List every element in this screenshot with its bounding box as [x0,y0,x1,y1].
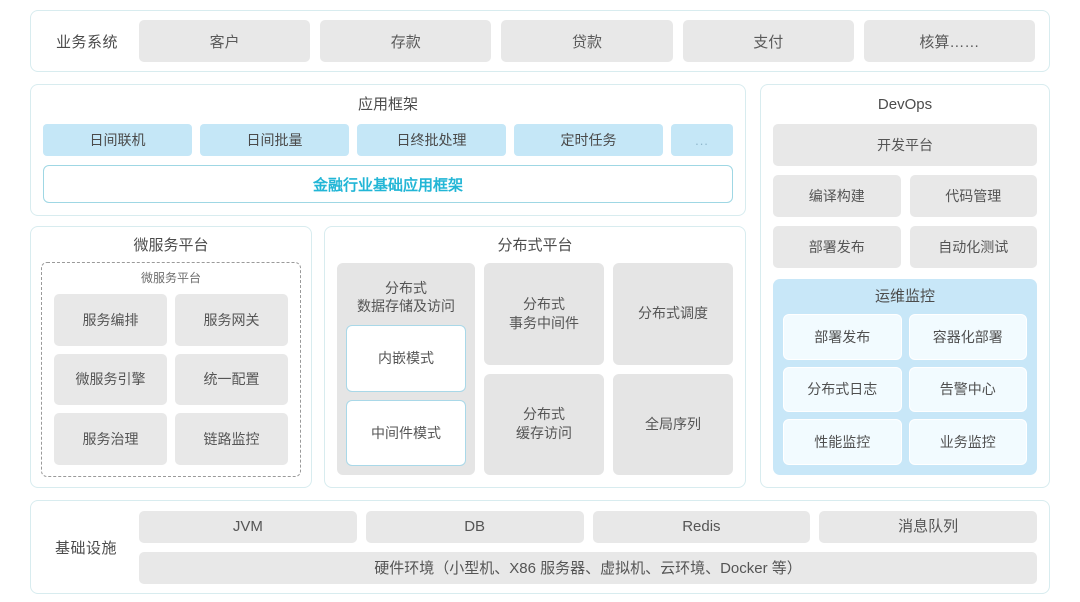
infrastructure-item-row: JVM DB Redis 消息队列 [139,510,1037,543]
distributed-storage-card[interactable]: 分布式 数据存储及访问 内嵌模式 中间件模式 [337,263,475,475]
application-framework-title: 应用框架 [357,96,418,113]
distributed-item-text: 分布式事务中间件 [509,295,579,331]
devops-title: DevOps [877,96,933,113]
devops-platform-item[interactable]: 开发平台 [773,124,1037,166]
infrastructure-body: JVM DB Redis 消息队列 硬件环境（小型机、X86 服务器、虚拟机、云… [139,510,1037,584]
infrastructure-item[interactable]: 消息队列 [819,510,1037,543]
distributed-platform-title: 分布式平台 [497,237,573,254]
distributed-column-3: 分布式调度 全局序列 [613,263,733,475]
devops-item[interactable]: 编译构建 [773,175,901,217]
distributed-item[interactable]: 分布式事务中间件 [484,263,604,365]
infrastructure-item[interactable]: DB [365,510,584,543]
microservice-platform-inner-title: 微服务平台 [140,271,201,285]
distributed-item[interactable]: 分布式调度 [613,263,733,365]
microservice-item[interactable]: 微服务引擎 [54,353,167,406]
microservice-platform-title: 微服务平台 [133,237,209,254]
ops-monitoring-grid: 部署发布 容器化部署 分布式日志 告警中心 性能监控 业务监控 [783,314,1027,465]
business-systems-section: 业务系统 客户 存款 贷款 支付 核算…… [30,10,1050,72]
app-framework-more-chip[interactable]: ... [671,124,733,156]
business-systems-label: 业务系统 [55,33,118,51]
ops-monitoring-item[interactable]: 业务监控 [908,419,1027,465]
app-framework-chip[interactable]: 日间批量 [200,124,349,156]
business-system-item[interactable]: 核算…… [863,20,1036,62]
microservice-item[interactable]: 服务编排 [54,294,167,346]
finance-base-framework-banner: 金融行业基础应用框架 [43,165,733,203]
distributed-column-2: 分布式事务中间件 分布式缓存访问 [484,263,604,475]
devops-row-2: 部署发布 自动化测试 [773,226,1037,268]
devops-item[interactable]: 自动化测试 [909,226,1037,268]
distributed-item-text: 分布式缓存访问 [516,406,572,442]
devops-item[interactable]: 部署发布 [773,226,901,268]
ops-monitoring-item[interactable]: 分布式日志 [783,366,902,413]
microservice-item[interactable]: 统一配置 [175,353,288,406]
platform-left-column: 应用框架 日间联机 日间批量 日终批处理 定时任务 ... 金融行业基础应用框架… [30,84,746,488]
distributed-item[interactable]: 全局序列 [613,373,733,475]
app-framework-chip[interactable]: 定时任务 [514,124,663,156]
ops-monitoring-item[interactable]: 告警中心 [908,366,1027,413]
microservice-item[interactable]: 服务网关 [175,294,288,346]
business-system-item[interactable]: 支付 [682,20,854,62]
devops-section: DevOps 开发平台 编译构建 代码管理 部署发布 自动化测试 运维监控 部署… [760,84,1050,488]
ops-monitoring-item[interactable]: 容器化部署 [908,314,1027,360]
ops-monitoring-item[interactable]: 部署发布 [783,314,902,360]
ops-monitoring-section: 运维监控 部署发布 容器化部署 分布式日志 告警中心 性能监控 业务监控 [773,279,1037,475]
platform-lower-row: 微服务平台 微服务平台 服务编排 服务网关 微服务引擎 统一配置 服务治理 链路… [30,226,746,488]
distributed-storage-mode[interactable]: 内嵌模式 [346,325,466,392]
infrastructure-item[interactable]: Redis [592,510,811,543]
infrastructure-label: 基础设施 [54,539,117,557]
ops-monitoring-item[interactable]: 性能监控 [783,419,902,465]
microservice-platform-inner-box: 微服务平台 服务编排 服务网关 微服务引擎 统一配置 服务治理 链路监控 [41,262,301,477]
distributed-item[interactable]: 分布式缓存访问 [484,373,604,475]
distributed-platform-section: 分布式平台 分布式 数据存储及访问 内嵌模式 中间件模式 [324,226,746,488]
devops-row-1: 编译构建 代码管理 [773,175,1037,217]
infrastructure-section: 基础设施 JVM DB Redis 消息队列 硬件环境（小型机、X86 服务器、… [30,500,1050,594]
infrastructure-item[interactable]: JVM [139,510,357,543]
app-framework-chip[interactable]: 日间联机 [43,124,192,156]
microservice-platform-section: 微服务平台 微服务平台 服务编排 服务网关 微服务引擎 统一配置 服务治理 链路… [30,226,312,488]
distributed-storage-title-line2: 数据存储及访问 [357,298,455,314]
distributed-storage-title: 分布式 数据存储及访问 [346,271,466,317]
business-system-item[interactable]: 贷款 [501,20,673,62]
distributed-storage-mode[interactable]: 中间件模式 [346,399,466,466]
platform-region: 应用框架 日间联机 日间批量 日终批处理 定时任务 ... 金融行业基础应用框架… [30,84,1050,488]
hardware-environment-item[interactable]: 硬件环境（小型机、X86 服务器、虚拟机、云环境、Docker 等） [139,551,1037,584]
app-framework-chip[interactable]: 日终批处理 [357,124,506,156]
devops-column: DevOps 开发平台 编译构建 代码管理 部署发布 自动化测试 运维监控 部署… [760,84,1050,488]
microservice-item[interactable]: 服务治理 [54,413,167,465]
distributed-storage-title-line1: 分布式 [385,280,427,296]
ops-monitoring-title: 运维监控 [874,288,935,305]
microservice-item-grid: 服务编排 服务网关 微服务引擎 统一配置 服务治理 链路监控 [54,294,288,465]
microservice-item[interactable]: 链路监控 [175,413,288,465]
application-framework-section: 应用框架 日间联机 日间批量 日终批处理 定时任务 ... 金融行业基础应用框架 [30,84,746,216]
distributed-platform-grid: 分布式 数据存储及访问 内嵌模式 中间件模式 分布式事务中间件 [337,263,733,475]
business-system-item[interactable]: 客户 [139,20,311,62]
devops-item[interactable]: 代码管理 [909,175,1037,217]
business-system-item[interactable]: 存款 [320,20,492,62]
application-framework-chip-row: 日间联机 日间批量 日终批处理 定时任务 ... [43,124,733,156]
